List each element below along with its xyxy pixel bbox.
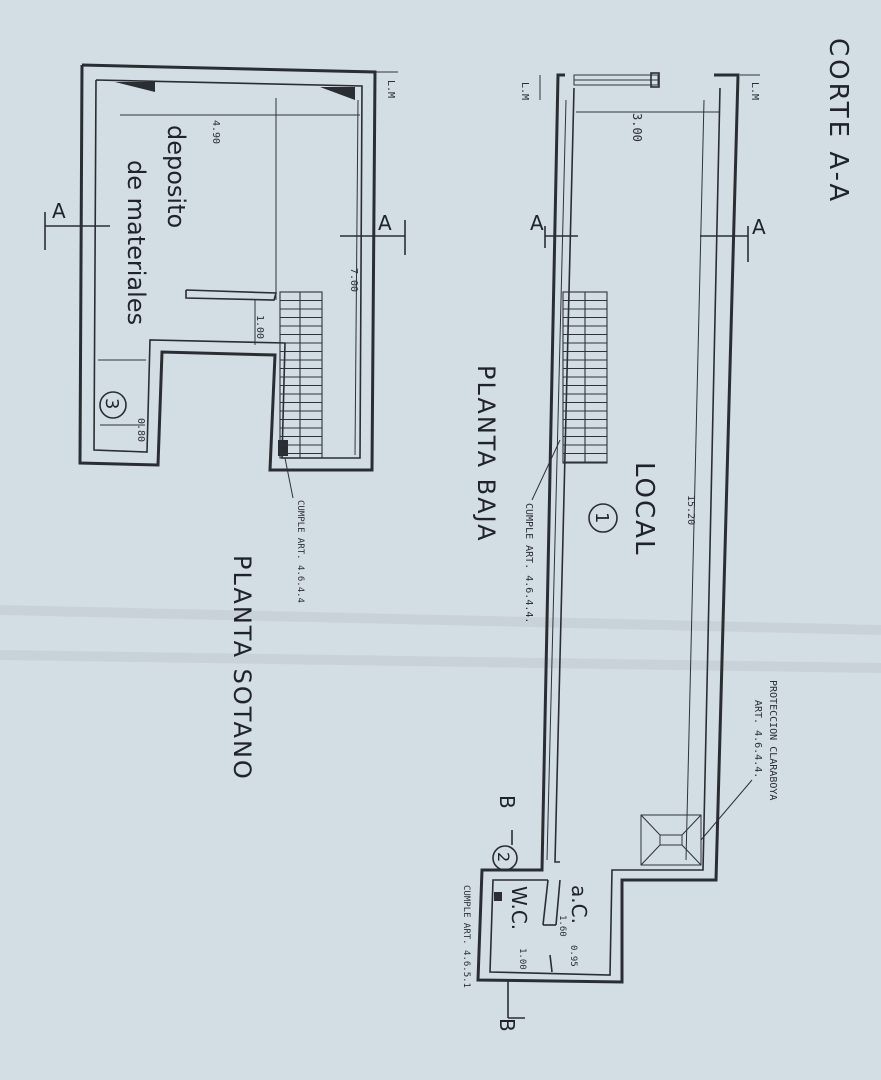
dim-line-length (685, 99, 705, 861)
column-marker (115, 82, 155, 92)
dim-length-basement: 7.00 (348, 268, 359, 292)
basement-outer-wall (78, 63, 377, 472)
dim-small-1-basement: 1.00 (254, 315, 265, 339)
partition-wall (542, 879, 549, 926)
dim-ac-2: 0.95 (568, 945, 578, 967)
ground-floor-outer-wall (476, 73, 740, 984)
stair-note-basement: CUMPLE ART. 4.6.4.4 (295, 500, 305, 603)
column-marker (278, 440, 288, 456)
basement-room-number: 3 (101, 398, 122, 409)
dim-front-ground: 3.00 (630, 113, 644, 142)
wc-label: W.C. (507, 886, 531, 930)
partition-wall (549, 954, 553, 973)
dim-small-2-basement: 0.80 (135, 418, 146, 442)
svg-text:B: B (495, 1018, 519, 1032)
ground-floor-plan: L.M L.M A A B B 2 LOCAL 1 PLANTA BAJA 15… (461, 72, 778, 1032)
paper-fold (0, 605, 881, 635)
room-number-bubble (588, 503, 618, 533)
dim-wc: 1.00 (517, 948, 527, 970)
stair-outline (279, 291, 323, 459)
svg-text:B: B (495, 795, 519, 809)
skylight-note-1: PROTECCION CLARABOYA (767, 680, 778, 800)
ac-label: a.C. (567, 885, 591, 924)
paper-fold (0, 650, 881, 673)
lm-label: L.M (385, 80, 396, 98)
basement-staircase (279, 291, 323, 459)
basement-partition (185, 289, 278, 301)
section-cut-b: B B (495, 795, 525, 1032)
wc-fixture (494, 892, 502, 901)
room-number-bubble (99, 391, 127, 419)
ground-floor-inner-wall (489, 87, 721, 976)
dim-length-ground: 15.20 (685, 495, 696, 525)
svg-text:A: A (378, 211, 392, 235)
svg-text:A: A (752, 215, 766, 239)
ground-floor-staircase (562, 291, 608, 464)
column-marker (320, 87, 355, 100)
svg-text:A: A (530, 211, 544, 235)
room-number-bubble (492, 845, 518, 871)
skylight-note-2: ART. 4.6.4.4. (752, 700, 763, 778)
planta-baja-title: PLANTA BAJA (472, 365, 500, 543)
skylight-symbol (640, 779, 753, 866)
svg-text:A: A (52, 199, 66, 223)
leader-line (531, 439, 561, 501)
dim-ac-1: 1.60 (557, 915, 567, 937)
local-room-number: 1 (591, 512, 612, 523)
stair-note-ground: CUMPLE ART. 4.6.4.4. (523, 503, 534, 623)
planta-sotano-title: PLANTA SOTANO (228, 555, 256, 781)
basement-room-name-1: deposito (162, 125, 190, 228)
section-cut-a-ground: A A (530, 211, 766, 262)
room-2-number: 2 (494, 852, 513, 862)
local-room-label: LOCAL (629, 462, 659, 556)
leader-line (284, 457, 294, 499)
basement-room-name-2: de materiales (122, 160, 150, 325)
storefront-post (650, 72, 660, 88)
section-cut-a-basement: A A (44, 199, 406, 255)
ground-floor-inner-wall (554, 87, 575, 863)
partition-wall (555, 879, 561, 926)
dim-width-basement: 4.90 (210, 120, 221, 144)
lm-label: L.M (519, 82, 530, 100)
basement-plan: L.M A A deposito de materiales 3 4.90 7.… (44, 63, 406, 781)
dim-line-inner (546, 99, 567, 861)
wc-note: CUMPLE ART. 4.6.5.1 (461, 885, 471, 988)
lm-label: L.M (749, 82, 760, 100)
dim-line-length (354, 99, 359, 456)
section-title: CORTE A-A (823, 38, 853, 204)
